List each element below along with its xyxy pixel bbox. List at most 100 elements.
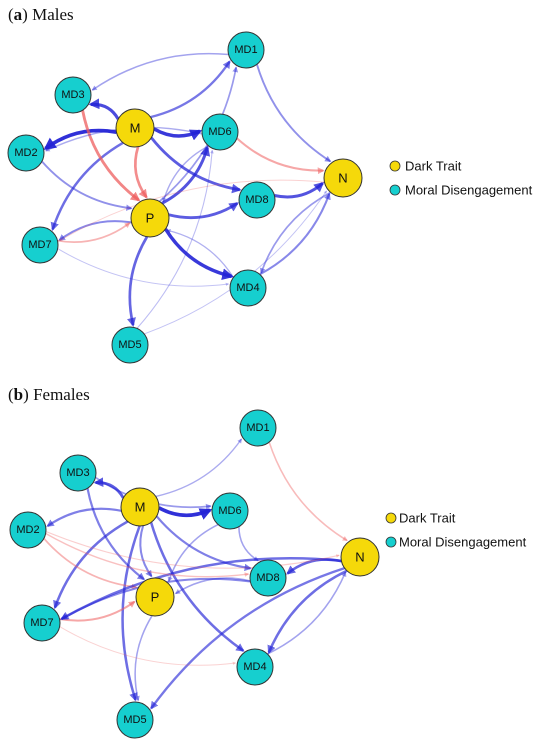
edge-md3-p xyxy=(81,110,141,202)
node-circle xyxy=(120,487,160,527)
edge-md8-n xyxy=(274,181,325,199)
edge-m-md8 xyxy=(150,136,242,194)
node-label: MD3 xyxy=(61,89,84,101)
legend-dark-trait-label: Dark Trait xyxy=(399,511,456,526)
node-circle xyxy=(340,537,380,577)
edge-md7-md4 xyxy=(59,626,237,666)
node-md5: MD5 xyxy=(116,701,154,739)
edge-m-md2 xyxy=(43,128,117,150)
node-md2: MD2 xyxy=(9,511,47,549)
edge-m-md2 xyxy=(46,507,122,527)
node-circle xyxy=(249,559,287,597)
node-label: P xyxy=(151,590,160,605)
legend-dark-trait-swatch xyxy=(385,512,397,524)
edge-p-md7 xyxy=(58,220,132,242)
node-label: MD4 xyxy=(243,661,266,673)
node-md2: MD2 xyxy=(7,134,45,172)
node-label: MD7 xyxy=(30,617,53,629)
edge-md1-n xyxy=(268,441,348,542)
edge-md2-n xyxy=(45,531,340,569)
edge-m-md3 xyxy=(88,98,120,120)
edge-p-md6 xyxy=(161,145,211,205)
node-circle xyxy=(227,31,265,69)
node-circle xyxy=(59,454,97,492)
edge-n-md4 xyxy=(259,191,332,275)
edge-p-md5 xyxy=(127,236,149,327)
node-circle xyxy=(115,108,155,148)
edge-m-md7 xyxy=(53,520,129,610)
edge-m-md1 xyxy=(155,438,242,498)
node-circle xyxy=(130,198,170,238)
legend-moral-disengagement-label: Moral Disengagement xyxy=(399,535,527,550)
node-p: P xyxy=(130,198,170,238)
node-label: MD2 xyxy=(16,524,39,536)
edge-md4-p xyxy=(166,228,234,278)
node-label: M xyxy=(135,500,146,515)
edge-m-md5 xyxy=(121,525,141,702)
edge-p-md8 xyxy=(168,202,239,220)
edges-layer xyxy=(41,52,332,335)
edge-md5-md6 xyxy=(136,149,214,329)
legend-dark-trait-swatch xyxy=(389,160,401,172)
edge-md8-p xyxy=(174,577,251,595)
node-label: MD6 xyxy=(218,505,241,517)
node-circle xyxy=(211,492,249,530)
node-md4: MD4 xyxy=(236,648,274,686)
panel-b-letter: b xyxy=(13,385,24,404)
node-n: N xyxy=(323,158,363,198)
node-md6: MD6 xyxy=(201,113,239,151)
edge-m-md6 xyxy=(153,127,203,141)
panel-a-title: (a) Males xyxy=(8,5,74,24)
edge-m-p xyxy=(139,525,153,578)
node-circle xyxy=(238,181,276,219)
node-label: MD5 xyxy=(118,339,141,351)
edge-m-md4 xyxy=(149,522,245,652)
edge-md2-md8 xyxy=(45,532,250,578)
legend: Dark Trait Moral Disengagement xyxy=(385,511,527,550)
edge-m-md3 xyxy=(93,477,125,499)
node-circle xyxy=(239,409,277,447)
node-label: MD1 xyxy=(234,44,257,56)
legend-moral-disengagement-swatch xyxy=(385,536,397,548)
node-n: N xyxy=(340,537,380,577)
node-label: MD3 xyxy=(66,467,89,479)
edge-n-md7 xyxy=(58,179,325,242)
node-m: M xyxy=(120,487,160,527)
node-md5: MD5 xyxy=(111,326,149,364)
legend: Dark Trait Moral Disengagement xyxy=(389,159,533,198)
node-circle xyxy=(135,577,175,617)
node-md1: MD1 xyxy=(239,409,277,447)
node-label: N xyxy=(338,171,347,186)
panel-b-title-text: Females xyxy=(33,385,90,404)
node-circle xyxy=(116,701,154,739)
node-circle xyxy=(201,113,239,151)
edge-md1-md3 xyxy=(91,52,229,91)
node-circle xyxy=(9,511,47,549)
node-md3: MD3 xyxy=(54,76,92,114)
node-label: MD6 xyxy=(208,126,231,138)
node-md8: MD8 xyxy=(238,181,276,219)
panel-a-title-text: Males xyxy=(32,5,74,24)
panel-a-letter: a xyxy=(13,5,23,24)
edge-md2-p xyxy=(41,160,133,211)
edge-n-md5 xyxy=(150,566,345,710)
node-circle xyxy=(323,158,363,198)
node-md7: MD7 xyxy=(23,604,61,642)
node-md8: MD8 xyxy=(249,559,287,597)
edges-layer xyxy=(43,438,348,710)
node-circle xyxy=(23,604,61,642)
edge-p-md4 xyxy=(164,228,235,281)
node-label: MD8 xyxy=(245,194,268,206)
legend-moral-disengagement-swatch xyxy=(389,184,401,196)
node-label: P xyxy=(146,211,155,226)
edge-md7-p xyxy=(57,222,131,243)
edge-md3-p xyxy=(86,488,146,581)
legend-dark-trait-label: Dark Trait xyxy=(405,159,462,174)
node-label: M xyxy=(130,121,141,136)
node-m: M xyxy=(115,108,155,148)
edge-md6-p xyxy=(162,145,209,203)
node-label: MD1 xyxy=(246,422,269,434)
